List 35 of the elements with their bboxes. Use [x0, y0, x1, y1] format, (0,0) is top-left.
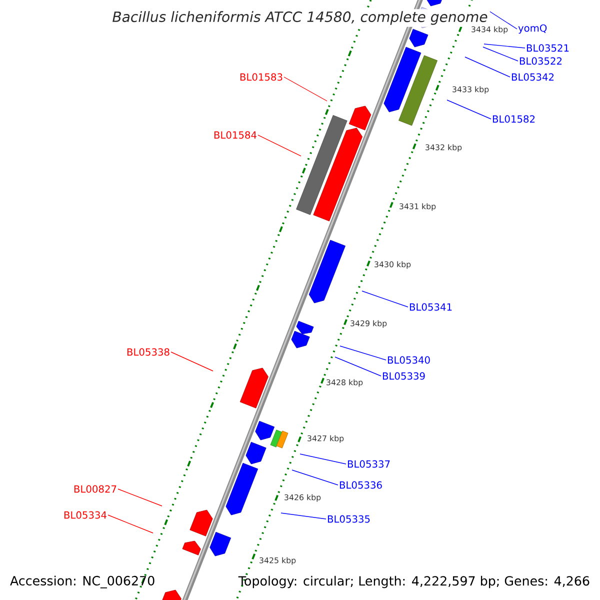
- gene-label: BL05334: [64, 511, 106, 519]
- gene-label: yomQ: [518, 24, 547, 34]
- gene-label: BL03522: [520, 57, 562, 65]
- gene-label: BL01584: [214, 131, 256, 139]
- leader-line: [334, 356, 382, 376]
- leader-line: [284, 76, 328, 102]
- leader-line: [292, 470, 338, 486]
- gene-label: BL05342: [512, 73, 554, 81]
- leader-line: [446, 100, 492, 120]
- leader-line: [340, 346, 386, 360]
- gene-label: BL05339: [382, 372, 425, 380]
- gene-label: BL05335: [328, 515, 370, 523]
- title: Bacillus licheniformis ATCC 14580, complete genome: [110, 9, 490, 27]
- gene-label: BL05338: [127, 348, 170, 356]
- leader-line: [108, 514, 154, 534]
- leader-line: [362, 290, 408, 308]
- leader-line: [484, 44, 526, 48]
- gene-label: BL03521: [526, 44, 569, 52]
- gene-label: BL05336: [340, 481, 382, 489]
- accession-label: Accession: NC_006270: [10, 576, 154, 588]
- gene-label: BL05340: [388, 356, 430, 364]
- genome-info-label: Topology: circular; Length: 4,222,597 bp; Genes: 4,266: [238, 576, 590, 588]
- leader-line: [170, 352, 214, 372]
- leader-line: [300, 454, 346, 464]
- gene-label: BL05341: [410, 303, 452, 311]
- gene-label: BL05337: [348, 460, 390, 468]
- gene-label: BL01583: [240, 73, 282, 81]
- gene-label: BL00827: [74, 485, 116, 493]
- leader-line: [258, 134, 302, 156]
- leader-line: [280, 512, 326, 520]
- leader-line: [464, 56, 510, 78]
- leader-line: [488, 10, 518, 30]
- leader-line: [482, 46, 518, 62]
- leader-line: [118, 488, 162, 506]
- gene-label: BL01582: [492, 115, 535, 123]
